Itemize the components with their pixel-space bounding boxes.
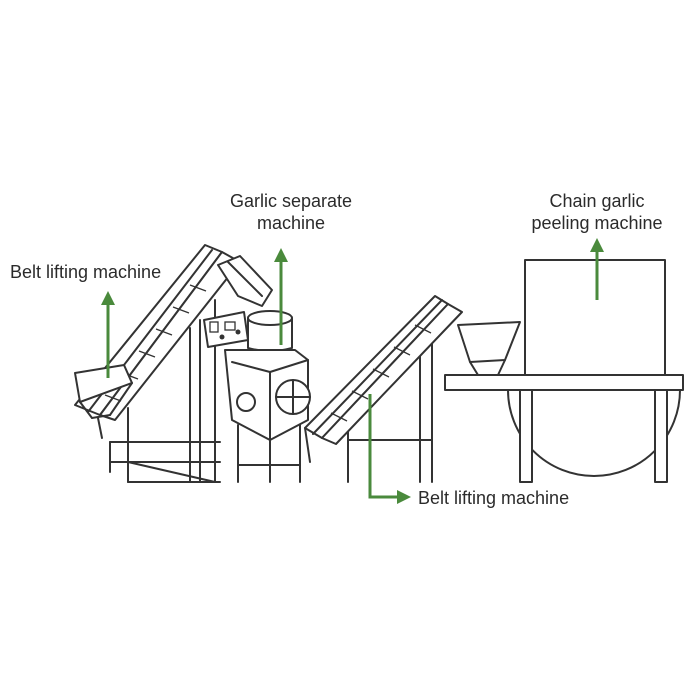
belt-lifting-machine-left <box>74 244 273 483</box>
separator-body <box>224 349 311 441</box>
peeler-hopper <box>457 321 521 376</box>
label-chain-peeling-line-1: Chain garlic <box>549 191 645 211</box>
chain-garlic-peeling-machine <box>444 259 684 483</box>
peeler-legs <box>519 389 668 483</box>
garlic-separate-machine <box>203 310 311 483</box>
peeler-table <box>444 374 684 391</box>
label-chain-garlic-peeling-machine: Chain garlic peeling machine <box>502 190 692 234</box>
arrow-belt-lifting-bottom <box>368 394 411 504</box>
label-belt-lifting-machine-left: Belt lifting machine <box>10 262 162 282</box>
peeler-drum <box>507 389 681 477</box>
separator-legs <box>237 424 301 483</box>
arrow-belt-lifting-left <box>101 291 115 378</box>
feed-cylinder <box>247 310 293 352</box>
label-belt-lifting-machine-bottom: Belt lifting machine <box>418 488 570 508</box>
control-box <box>203 311 249 348</box>
label-garlic-separate-line-2: machine <box>256 213 326 233</box>
center-conveyor-belt <box>304 295 463 463</box>
left-discharge-chute <box>217 255 273 307</box>
belt-lifting-machine-center <box>304 295 463 483</box>
label-garlic-separate-line-1: Garlic separate <box>229 191 353 211</box>
label-garlic-separate-machine: Garlic separate machine <box>196 190 386 234</box>
annotation-arrows <box>101 238 604 504</box>
label-chain-peeling-line-2: peeling machine <box>531 213 663 233</box>
arrow-garlic-separate <box>274 248 288 345</box>
peeler-housing <box>524 259 666 376</box>
arrow-chain-peeling <box>590 238 604 300</box>
